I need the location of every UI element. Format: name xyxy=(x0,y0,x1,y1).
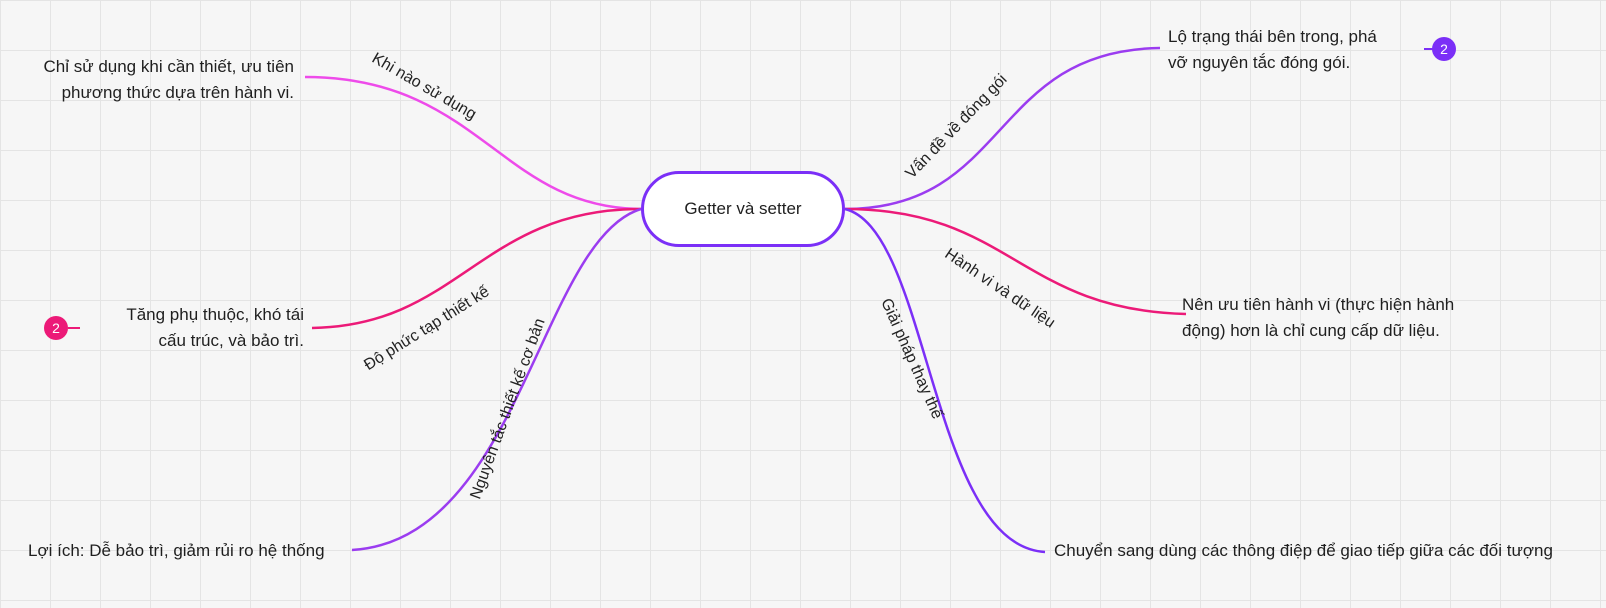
leaf-behavior[interactable]: Nên ưu tiên hành vi (thực hiện hành động… xyxy=(1182,295,1455,340)
leaf-principles[interactable]: Lợi ích: Dễ bảo trì, giảm rủi ro hệ thốn… xyxy=(28,541,325,560)
comment-count-badge-complexity[interactable]: 2 xyxy=(44,316,68,340)
root-label: Getter và setter xyxy=(684,199,802,218)
leaf-encapsulation[interactable]: Lộ trạng thái bên trong, phá vỡ nguyên t… xyxy=(1168,27,1377,72)
leaf-complexity[interactable]: Tăng phụ thuộc, khó tái cấu trúc, và bảo… xyxy=(126,305,304,350)
root-node[interactable]: Getter và setter xyxy=(641,171,845,247)
leaf-when-to-use[interactable]: Chỉ sử dụng khi cần thiết, ưu tiên phươn… xyxy=(43,57,294,102)
badge-stem-complexity xyxy=(68,327,80,329)
connector-encapsulation xyxy=(844,46,1161,211)
connector-complexity xyxy=(311,207,642,330)
leaf-alternative[interactable]: Chuyển sang dùng các thông điệp để giao … xyxy=(1054,541,1553,560)
connector-principles xyxy=(351,207,642,552)
comment-count-badge-encapsulation[interactable]: 2 xyxy=(1432,37,1456,61)
badge-stem-encapsulation xyxy=(1424,48,1436,50)
connector-alternative xyxy=(844,207,1046,554)
connector-behavior xyxy=(844,207,1187,316)
connector-when-to-use xyxy=(304,75,642,211)
